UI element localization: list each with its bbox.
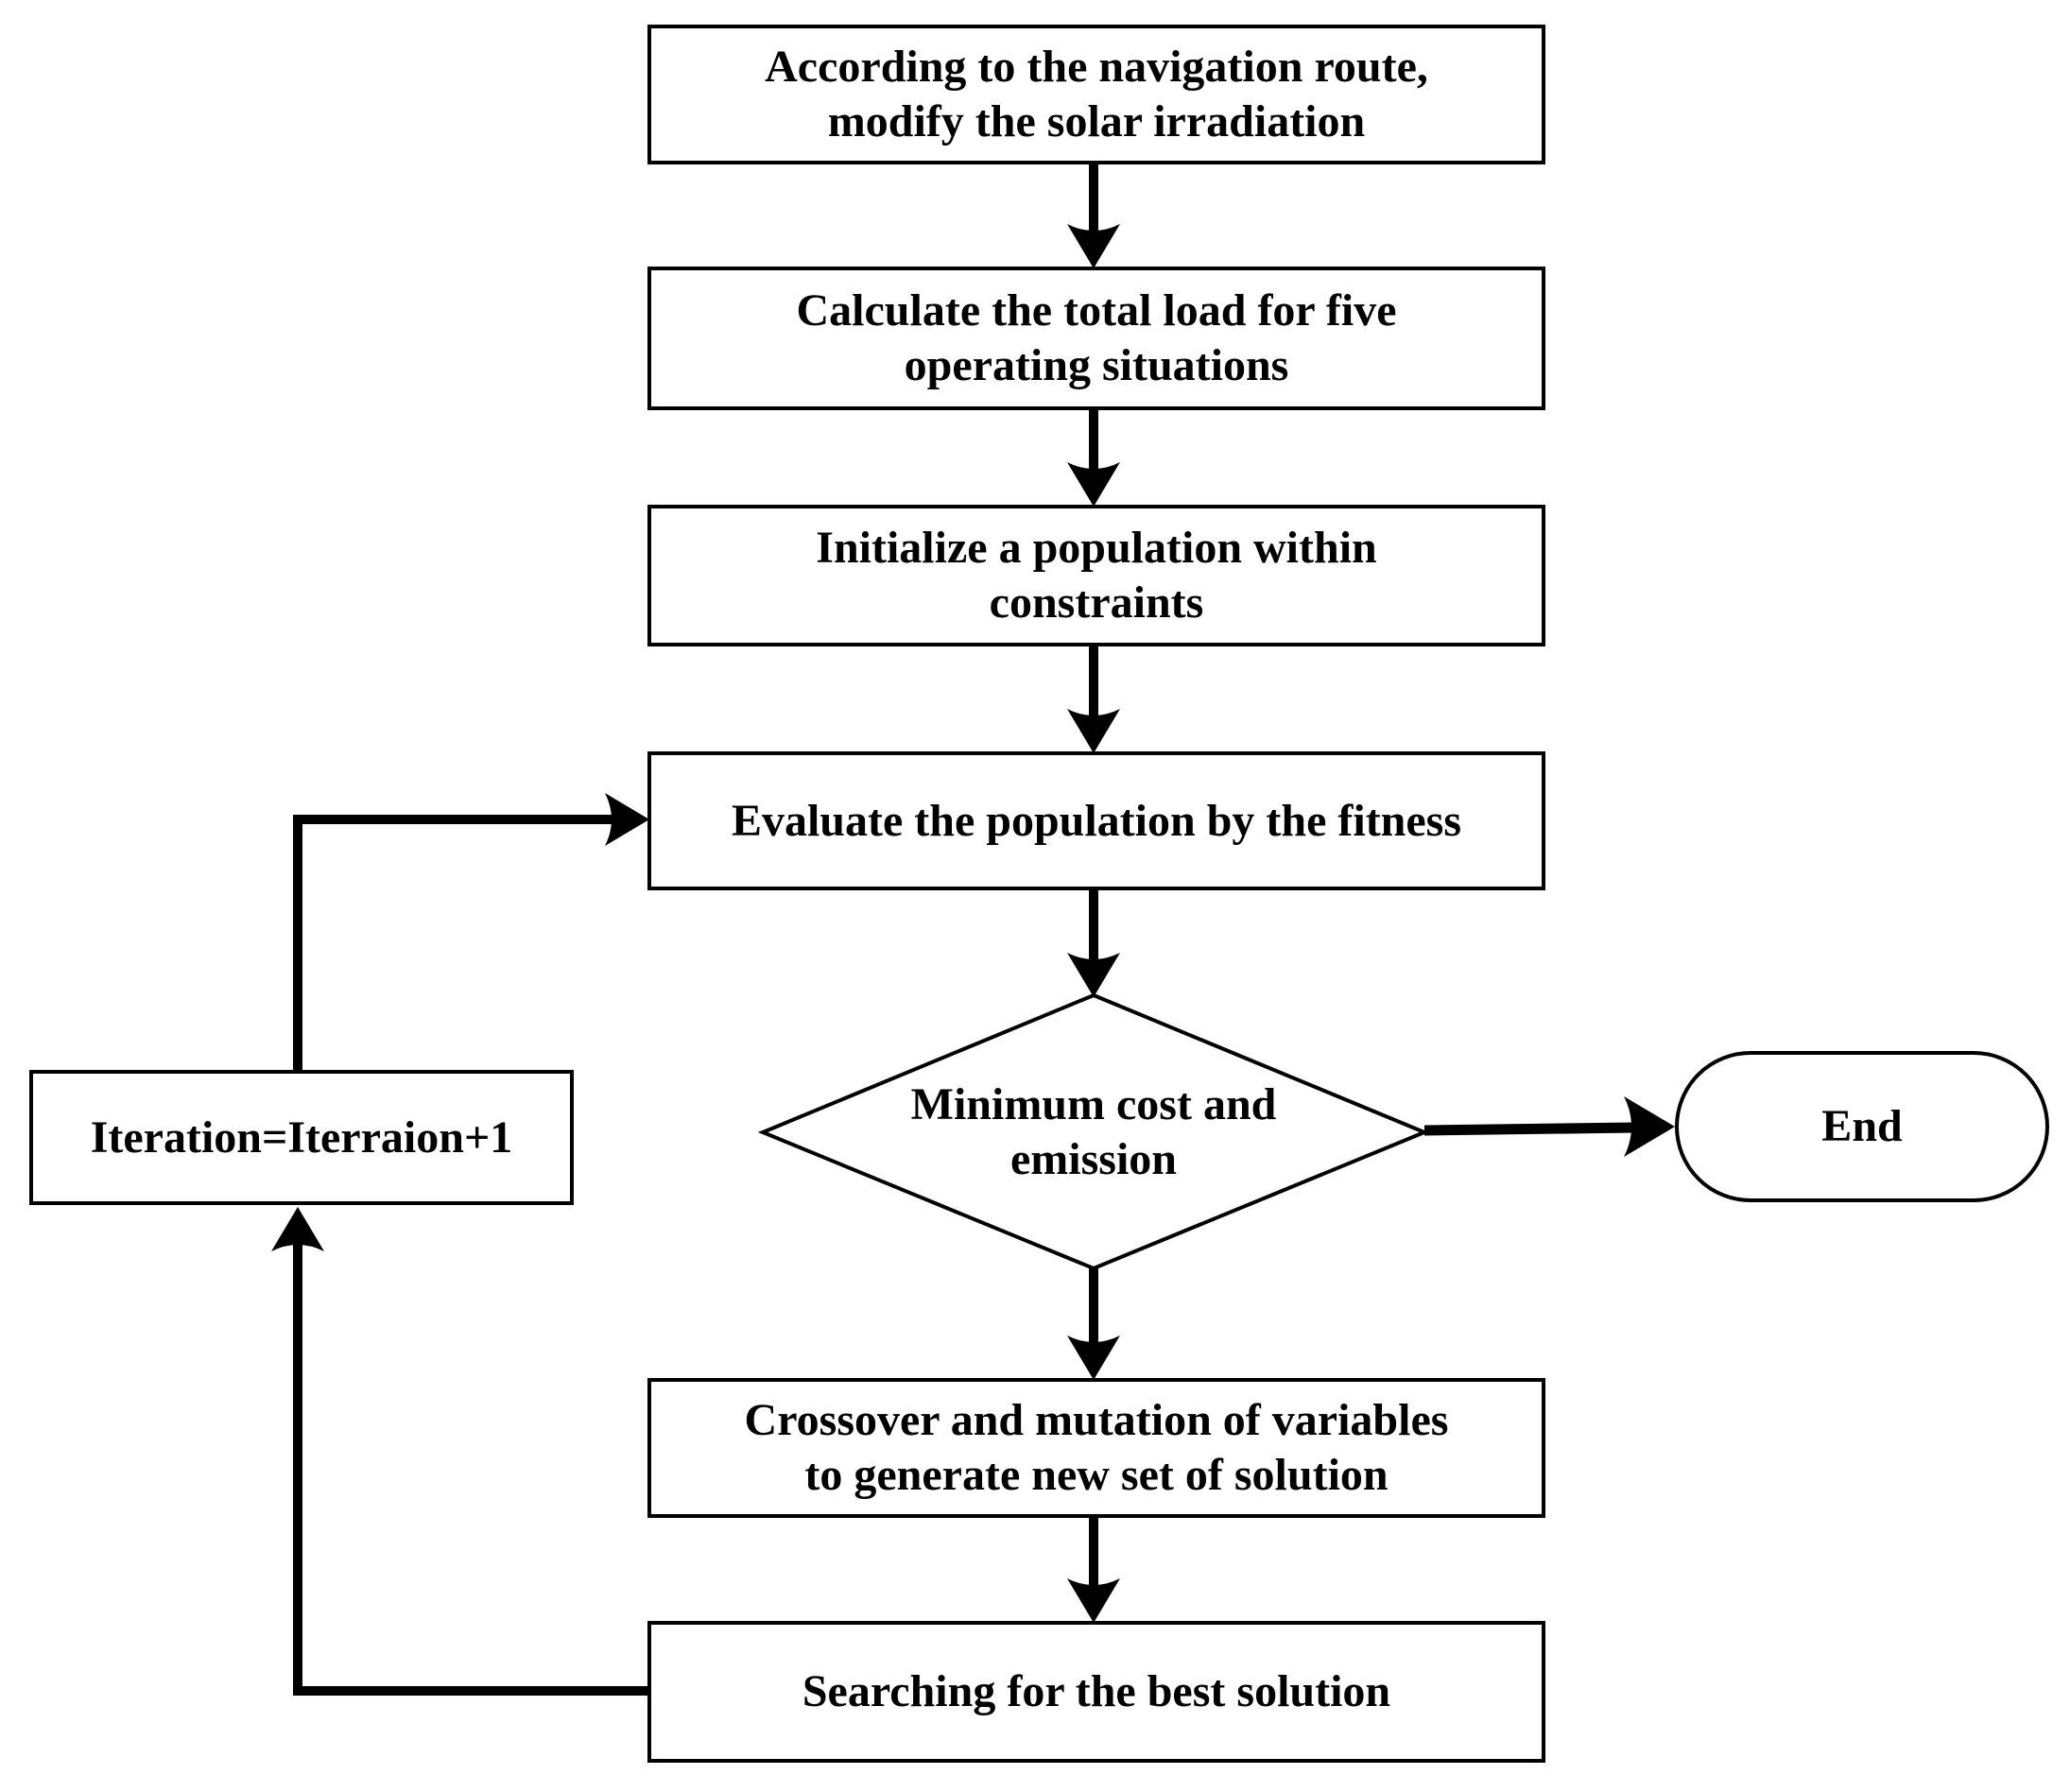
node-init-population: Initialize a population within constrain… [647,505,1545,646]
node-end-label: End [1821,1101,1903,1152]
node-crossover: Crossover and mutation of variables to g… [647,1378,1545,1518]
node-crossover-label: Crossover and mutation of variables to g… [744,1395,1449,1500]
node-modify-solar: According to the navigation route, modif… [647,25,1545,164]
arrow-decision-to-crossover [1067,1268,1120,1380]
node-calc-load: Calculate the total load for five operat… [647,267,1545,410]
arrow-decision-to-end [1423,1096,1675,1157]
node-search-best-label: Searching for the best solution [802,1666,1391,1717]
node-end: End [1675,1051,2049,1202]
arrow-search-to-iteration [271,1207,650,1696]
node-iteration-label: Iteration=Iterraion+1 [90,1111,513,1163]
node-init-population-label: Initialize a population within constrain… [816,523,1377,628]
arrow-calc-to-init [1067,410,1120,507]
node-search-best: Searching for the best solution [647,1621,1545,1763]
arrow-evaluate-to-decision [1067,890,1120,997]
arrow-modify-to-calc [1067,164,1120,268]
node-calc-load-label: Calculate the total load for five operat… [796,285,1397,390]
arrow-crossover-to-search [1067,1518,1120,1623]
node-modify-solar-label: According to the navigation route, modif… [765,42,1428,146]
node-evaluate: Evaluate the population by the fitness [647,751,1545,890]
node-iteration: Iteration=Iterraion+1 [29,1070,574,1205]
node-decision-label: Minimum cost and emission [910,1079,1277,1184]
node-evaluate-label: Evaluate the population by the fitness [731,795,1462,846]
node-decision: Minimum cost and emission [829,1028,1358,1236]
arrow-iteration-to-evaluate [293,793,649,1070]
arrow-init-to-evaluate [1067,646,1120,753]
